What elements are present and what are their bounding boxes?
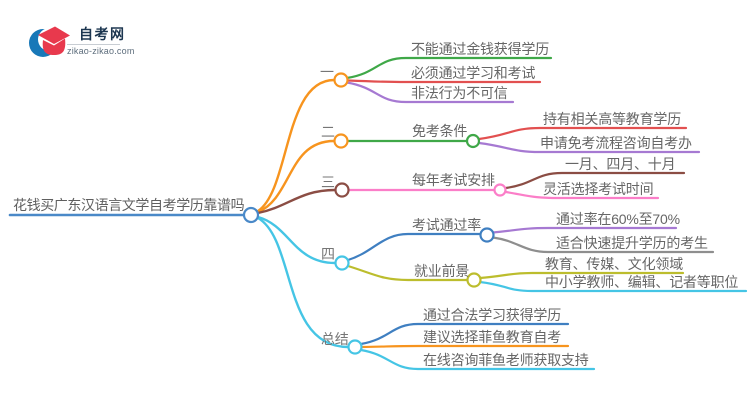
- leaf-label: 适合快速提升学历的考生: [556, 235, 708, 251]
- leaf-label: 不能通过金钱获得学历: [411, 41, 549, 57]
- leaf-label: 灵活选择考试时间: [543, 181, 654, 197]
- node-circle-tongguolv: [479, 227, 495, 243]
- branch-summary-circle: [347, 339, 363, 355]
- site-name: 自考网: [79, 26, 126, 42]
- leaf-line: [477, 141, 701, 154]
- leaf-line: [345, 56, 553, 80]
- leaf-line: [359, 348, 596, 371]
- leaf-label: 通过率在60%至70%: [556, 211, 680, 227]
- branch-1-label: 一: [320, 64, 334, 80]
- leaf-label: 在线咨询菲鱼老师获取支持: [423, 352, 589, 368]
- leaf-line: [345, 81, 515, 104]
- branch-4-label: 四: [321, 246, 335, 262]
- leaf-label: 非法行为不可信: [411, 85, 508, 101]
- node-label: 免考条件: [412, 123, 468, 139]
- branch-3-connector: [256, 188, 337, 215]
- leaf-line: [504, 190, 660, 200]
- branch-4-connector: [256, 215, 337, 265]
- leaf-line: [359, 344, 570, 349]
- branch-4-circle: [334, 255, 350, 271]
- leaf-label: 建议选择菲鱼教育自考: [423, 329, 561, 345]
- branch-3-circle: [334, 182, 350, 198]
- leaf-label: 中小学教师、编辑、记者等职位: [545, 274, 739, 290]
- leaf-line: [504, 171, 686, 190]
- branch-3-label: 三: [321, 174, 335, 190]
- leaf-line: [478, 280, 748, 293]
- node-label: 考试通过率: [412, 217, 481, 233]
- leaf-label: 一月、四月、十月: [565, 156, 676, 172]
- node-label: 就业前景: [414, 263, 470, 279]
- branch-2-connector: [256, 139, 336, 214]
- node-circle-jiuye: [466, 272, 482, 288]
- branch-2-circle: [333, 133, 349, 149]
- leaf-line: [359, 322, 570, 346]
- branch-summary-label: 总结: [321, 331, 349, 347]
- branch-2-label: 二: [321, 124, 335, 140]
- branch-summary-connector: [256, 216, 350, 349]
- leaf-label: 教育、传媒、文化领域: [545, 256, 683, 272]
- site-logo: 自考网 zikao-zikao.com: [28, 13, 148, 63]
- root-node-label: 花钱买广东汉语言文学自考学历靠谱吗: [13, 197, 245, 213]
- branch-1-circle: [333, 72, 349, 88]
- node-label: 每年考试安排: [412, 172, 495, 188]
- node-line: [346, 264, 469, 282]
- leaf-line: [477, 126, 688, 141]
- leaf-line: [346, 79, 542, 84]
- node-circle-mianke: [465, 133, 481, 149]
- site-domain: zikao-zikao.com: [67, 46, 135, 56]
- leaf-line: [478, 271, 685, 280]
- node-line: [346, 232, 482, 262]
- leaf-line: [491, 226, 678, 234]
- branch-1-connector: [256, 78, 336, 213]
- leaf-label: 必须通过学习和考试: [411, 65, 536, 81]
- graduation-cap-icon: [29, 26, 70, 57]
- root-node-circle: [242, 206, 260, 224]
- leaf-line: [491, 236, 715, 254]
- logo-divider: [67, 44, 120, 45]
- leaf-label: 持有相关高等教育学历: [543, 111, 681, 127]
- node-circle-kaoshi-anpai: [493, 183, 507, 197]
- leaf-label: 通过合法学习获得学历: [423, 307, 561, 323]
- leaf-label: 申请免考流程咨询自考办: [540, 135, 692, 151]
